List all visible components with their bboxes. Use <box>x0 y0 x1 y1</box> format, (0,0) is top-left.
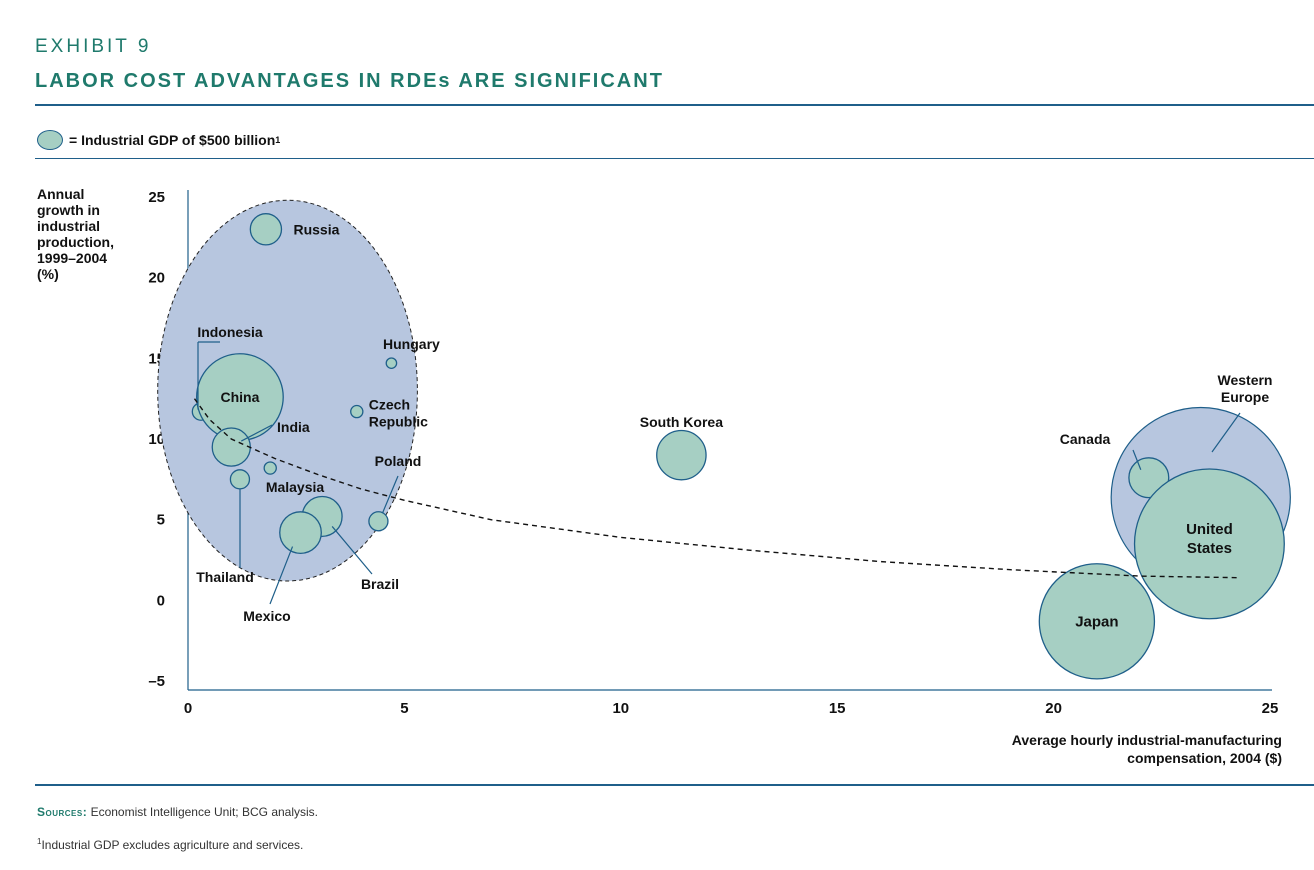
leader-mexico <box>269 546 294 605</box>
point-label-japan: Japan <box>1075 613 1118 630</box>
leader-western-europe <box>1211 412 1241 453</box>
x-tick-label: 0 <box>184 700 192 717</box>
point-label-south-korea: South Korea <box>640 414 723 430</box>
point-label-indonesia: Indonesia <box>197 324 263 340</box>
point-label-russia: Russia <box>293 221 339 237</box>
x-tick-label: 15 <box>829 700 846 717</box>
leader-canada <box>1132 449 1142 470</box>
footer-divider <box>35 784 1314 786</box>
footnote-text: Industrial GDP excludes agriculture and … <box>41 838 304 852</box>
exhibit-title: LABOR COST ADVANTAGES IN RDEs ARE SIGNIF… <box>35 70 664 92</box>
point-label-india: India <box>277 419 310 435</box>
x-tick-label: 20 <box>1045 700 1062 717</box>
y-axis-label-line: industrial <box>37 218 101 234</box>
bubble-south-korea <box>656 429 707 481</box>
sources-text: Economist Intelligence Unit; BCG analysi… <box>87 805 318 819</box>
footnote-marker: 1 <box>37 837 42 846</box>
y-axis-label-line: production, <box>37 234 114 250</box>
y-axis-label-line: growth in <box>37 202 100 218</box>
exhibit-number: EXHIBIT 9 <box>35 36 152 57</box>
title-divider <box>35 104 1314 106</box>
legend-divider <box>35 158 1314 159</box>
bubble-japan <box>1038 563 1156 680</box>
legend-text: = Industrial GDP of $500 billion <box>69 132 276 148</box>
bubble-india <box>211 427 251 467</box>
point-label-thailand: Thailand <box>196 569 254 585</box>
bubble-canada <box>1128 457 1170 499</box>
x-axis-title-line: Average hourly industrial-manufacturing <box>1012 732 1282 748</box>
bubble-czech-republic <box>350 404 364 419</box>
y-tick-label: 5 <box>157 512 165 529</box>
y-tick-label: 0 <box>157 592 165 609</box>
y-tick-label: 25 <box>148 189 165 206</box>
legend-footnote-marker: 1 <box>275 135 281 145</box>
leader-brazil <box>331 526 373 575</box>
bubble-united-states <box>1133 468 1285 620</box>
bubble-hungary <box>385 357 398 370</box>
y-axis-label-line: (%) <box>37 266 59 282</box>
sources-lead: Sources: <box>37 805 88 819</box>
x-tick-label: 5 <box>400 700 408 717</box>
sources-note: Sources: Economist Intelligence Unit; BC… <box>37 805 318 819</box>
y-tick-label: –5 <box>148 673 165 690</box>
point-label-canada: Canada <box>1060 431 1111 447</box>
y-axis-label: Annual growth in industrial production, … <box>37 186 114 282</box>
footnote: 1Industrial GDP excludes agriculture and… <box>37 837 303 852</box>
x-tick-label: 10 <box>612 700 629 717</box>
trendline <box>193 398 1240 579</box>
leader-poland <box>381 475 399 514</box>
point-label-brazil: Brazil <box>361 576 399 592</box>
bubble-mexico <box>279 511 322 554</box>
bubble-poland <box>368 511 389 532</box>
legend-bubble-swatch <box>37 130 63 150</box>
x-tick-label: 25 <box>1262 700 1279 717</box>
bubble-russia <box>249 213 283 246</box>
point-label-hungary: Hungary <box>383 336 440 352</box>
bubble-malaysia <box>263 461 277 475</box>
leader-india <box>241 424 273 442</box>
point-label-poland: Poland <box>375 453 422 469</box>
point-label-china: China <box>220 389 259 405</box>
bubble-thailand <box>229 469 251 490</box>
point-label-mexico: Mexico <box>243 608 290 624</box>
y-tick-label: 20 <box>148 270 165 287</box>
y-axis-label-line: Annual <box>37 186 85 202</box>
y-axis-label-line: 1999–2004 <box>37 250 108 266</box>
x-axis-title-line: compensation, 2004 ($) <box>1127 750 1282 766</box>
point-label-malaysia: Malaysia <box>266 479 325 495</box>
